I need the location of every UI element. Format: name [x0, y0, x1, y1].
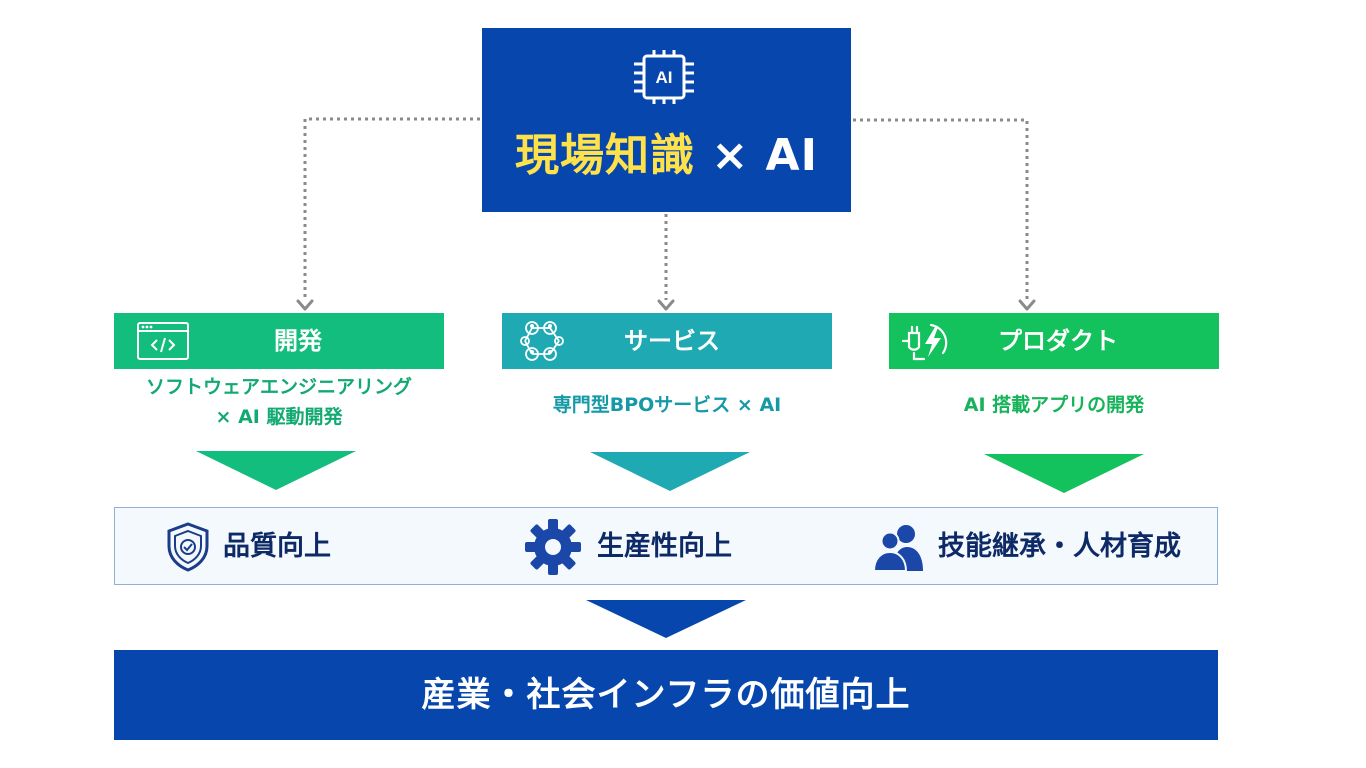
gear-icon — [525, 519, 581, 575]
hub-title-highlight: 現場知識 — [515, 130, 696, 181]
chip-label: AI — [656, 68, 673, 87]
down-arrow-bottom — [586, 600, 746, 638]
arrowhead-right — [1018, 299, 1036, 311]
category-product-header: プロダクト — [889, 313, 1219, 369]
outcome-quality-label: 品質向上 — [223, 531, 331, 562]
bottom-goal-bar: 産業・社会インフラの価値向上 — [114, 650, 1218, 740]
connector-left — [303, 117, 480, 300]
category-dev-desc-line2: × AI 駆動開発 — [215, 406, 343, 428]
category-product-label: プロダクト — [998, 327, 1118, 355]
category-dev-desc-line1: ソフトウェアエンジニアリング — [145, 376, 412, 398]
arrowhead-left — [296, 299, 314, 311]
category-service-label: サービス — [624, 327, 720, 355]
code-window-icon — [137, 322, 189, 360]
connector-right — [853, 118, 1029, 300]
hub-box: AI 現場知識 × AI — [482, 28, 851, 212]
category-service-desc-line1: 専門型BPOサービス × AI — [552, 394, 782, 416]
network-people-icon — [520, 321, 564, 361]
hub-title: 現場知識 × AI — [482, 128, 851, 184]
shield-check-icon — [167, 522, 209, 572]
category-product-desc-line1: AI 搭載アプリの開発 — [963, 394, 1145, 416]
category-dev-description: ソフトウェアエンジニアリング × AI 駆動開発 — [114, 372, 444, 432]
down-arrow-svc — [590, 452, 750, 491]
category-dev-header: 開発 — [114, 313, 444, 369]
hub-title-rest: × AI — [695, 130, 818, 181]
outcome-productivity-label: 生産性向上 — [597, 531, 732, 562]
arrowhead-center — [657, 299, 675, 311]
ai-chip-icon: AI — [634, 50, 694, 104]
down-arrow-prod — [984, 454, 1144, 493]
category-product-description: AI 搭載アプリの開発 — [889, 390, 1219, 420]
down-arrow-dev — [196, 451, 356, 490]
outcomes-box: 品質向上 生産性向上 技能継承・人材育成 — [114, 507, 1218, 585]
outcome-skills-label: 技能継承・人材育成 — [938, 531, 1181, 562]
users-icon — [873, 525, 923, 572]
category-service-description: 専門型BPOサービス × AI — [502, 390, 832, 420]
plug-bolt-icon — [901, 323, 948, 361]
category-dev-label: 開発 — [274, 327, 322, 355]
category-service-header: サービス — [502, 313, 832, 369]
